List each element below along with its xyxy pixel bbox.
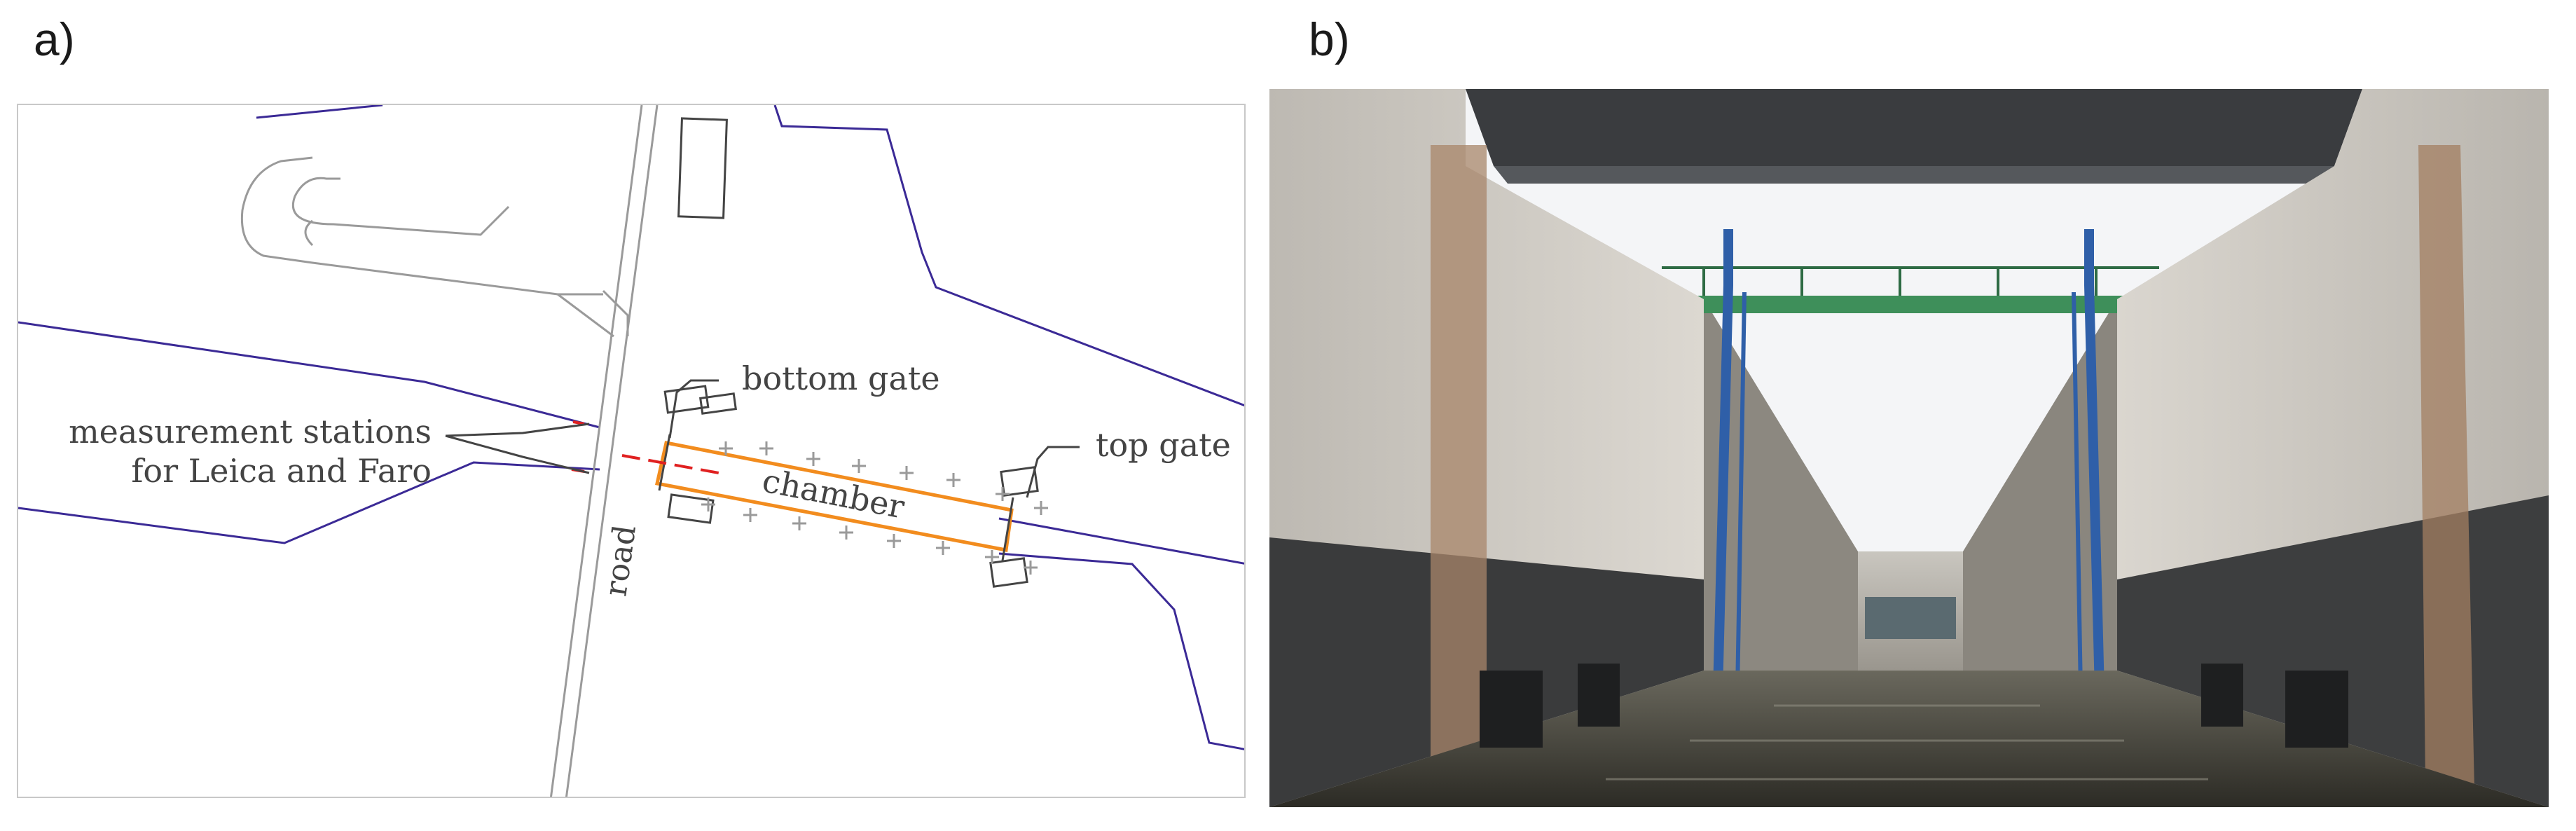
marker [852,459,866,473]
stations-label-line1: measurement stations [69,413,432,451]
river-banks [18,105,1244,750]
leader-stations-upper [445,423,590,437]
recess-right-1 [2201,664,2243,727]
bottom-gate-block-upper-2 [699,392,737,415]
inner-branch-road [304,219,314,247]
gate-frame-left [1713,229,1733,692]
top-gate-block-lower [989,557,1028,588]
minor-roads [240,156,629,338]
leader-top-gate [1026,446,1080,498]
river-bank-bottom-right [998,552,1244,750]
marker [996,487,1010,501]
map-canvas: bottom gate top gate measurement station… [18,105,1244,797]
overhead-girder-shade [1494,166,2334,184]
river-bank-top-right [998,517,1244,565]
far-gate-opening [1865,597,1956,639]
structures [663,117,1039,588]
lock-chamber [654,441,1014,552]
water-ripples [1606,704,2208,781]
overhead-girder [1466,89,2362,166]
lock-chamber-photo [1269,89,2549,807]
leader-lines [445,379,1080,498]
marker [1034,501,1048,515]
recess-right-2 [2285,671,2348,748]
main-road-right-edge [565,105,659,797]
top-gate-line [1001,497,1014,561]
gate-ladders [1735,291,2083,692]
marker [806,452,820,466]
road-label: road [598,523,643,598]
panel-label-a: a) [34,13,75,65]
recess-left-2 [1578,664,1620,727]
gate-frame-right [2084,229,2105,692]
river-bank-top-left [18,321,600,429]
marker [900,466,914,480]
access-loop-road [240,156,603,296]
stations-label-line2: for Leica and Faro [131,452,432,490]
marker [719,441,733,455]
river-bank-top-edge [256,105,383,119]
main-road [550,105,659,797]
right-pilaster [2418,145,2474,790]
bridge-railing [1662,266,2159,296]
top-gate-label: top gate [1096,426,1231,464]
measurement-markers [701,441,1048,575]
marker [1024,561,1038,575]
marker [701,497,715,511]
panel-label-b: b) [1309,13,1350,65]
bottom-gate-block-lower [667,493,715,524]
marker [759,441,773,455]
marker [887,534,901,548]
recess-left-1 [1480,671,1543,748]
marker-row-top [719,441,1048,515]
marker-row-bottom [701,497,1038,575]
building-north [677,117,728,219]
gate-frames [1713,229,2105,692]
green-bridge [1662,296,2159,313]
station-dash-1 [621,454,719,474]
marker [743,508,757,522]
river-bank-upper-right [773,105,1244,407]
water-surface [1269,671,2549,807]
marker [936,541,950,555]
side-road-link-lower [557,293,614,338]
station-mark-1 [572,420,585,425]
wall-recesses [1480,664,2348,748]
gate-ladder-rail-left [1735,291,1747,692]
leader-stations-lower [445,434,590,474]
leader-bottom-gate [668,379,719,439]
photo-illustration [1269,89,2549,807]
left-pilaster [1431,145,1487,783]
river-bank-bottom-left [18,461,600,544]
main-road-left-edge [550,105,643,797]
access-loop-inner [291,177,510,236]
bottom-gate-label: bottom gate [742,359,940,397]
top-gate-block-upper [1000,466,1039,497]
marker [946,473,960,487]
marker [792,516,806,530]
marker [839,526,853,540]
gate-ladder-rail-right [2072,291,2083,692]
marker [985,550,999,564]
lock-schematic-map: bottom gate top gate measurement station… [17,104,1246,798]
